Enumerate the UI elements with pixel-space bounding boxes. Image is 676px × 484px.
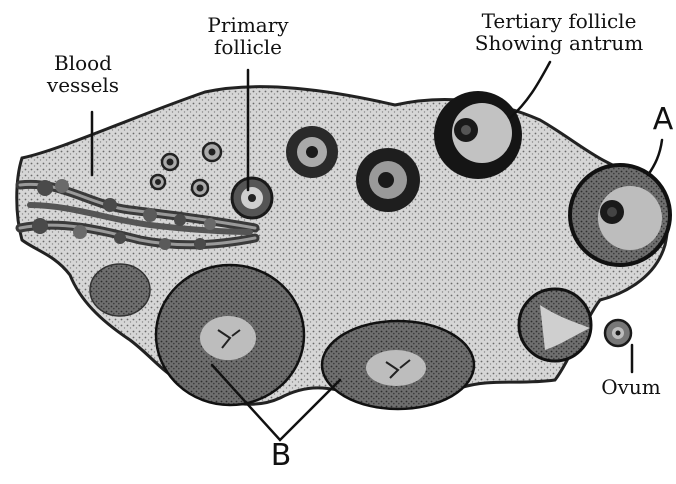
tertiary-follicle: [434, 91, 522, 179]
corpus-albicans: [90, 264, 150, 316]
label-a: A: [650, 104, 676, 136]
primary-follicle-label-line1: Primary: [192, 14, 304, 36]
secondary-follicle-2: [356, 148, 420, 212]
primary-follicle-label-line2: follicle: [192, 36, 304, 58]
graafian-follicle: [570, 165, 670, 265]
blood-vessels-label-line2: vessels: [28, 74, 138, 96]
blood-vessels-label: Blood vessels: [28, 52, 138, 96]
primary-follicle-label: Primary follicle: [192, 14, 304, 58]
ovum: [605, 320, 631, 346]
corpus-luteum-2: [322, 321, 474, 409]
tertiary-follicle-label-line2: Showing antrum: [448, 32, 670, 54]
ruptured-follicle: [519, 289, 591, 361]
secondary-follicle-1: [286, 126, 338, 178]
tertiary-follicle-label-line1: Tertiary follicle: [448, 10, 670, 32]
tertiary-follicle-label: Tertiary follicle Showing antrum: [448, 10, 670, 54]
ovum-label: Ovum: [588, 376, 674, 398]
primary-follicle: [232, 178, 272, 218]
blood-vessels-label-line1: Blood: [28, 52, 138, 74]
label-a-leader: [648, 140, 662, 175]
label-b: B: [264, 440, 298, 472]
